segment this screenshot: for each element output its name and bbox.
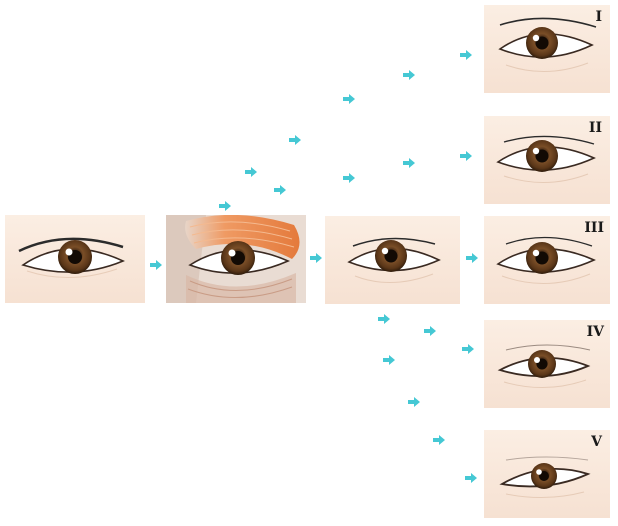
eye-type-5-panel: V bbox=[484, 430, 610, 518]
type-label: IV bbox=[586, 324, 604, 340]
type-label: III bbox=[584, 220, 604, 236]
intermediate-eye-panel bbox=[325, 216, 460, 304]
cyan-chevron-arrow-icon bbox=[289, 135, 301, 145]
cyan-chevron-arrow-icon bbox=[310, 253, 322, 263]
cyan-chevron-arrow-icon bbox=[462, 344, 474, 354]
orbicularis-muscle-eye-panel bbox=[166, 215, 306, 303]
cyan-chevron-arrow-icon bbox=[343, 173, 355, 183]
cyan-chevron-arrow-icon bbox=[150, 260, 162, 270]
cyan-chevron-arrow-icon bbox=[433, 435, 445, 445]
cyan-chevron-arrow-icon bbox=[424, 326, 436, 336]
eye-type-3-panel: III bbox=[484, 216, 610, 304]
cyan-chevron-arrow-icon bbox=[343, 94, 355, 104]
cyan-chevron-arrow-icon bbox=[378, 314, 390, 324]
cyan-chevron-arrow-icon bbox=[219, 201, 231, 211]
cyan-chevron-arrow-icon bbox=[245, 167, 257, 177]
cyan-chevron-arrow-icon bbox=[466, 253, 478, 263]
eye-type-2-panel: II bbox=[484, 116, 610, 204]
cyan-chevron-arrow-icon bbox=[465, 473, 477, 483]
cyan-chevron-arrow-icon bbox=[403, 70, 415, 80]
type-label: II bbox=[588, 120, 602, 136]
cyan-chevron-arrow-icon bbox=[274, 185, 286, 195]
type-label: I bbox=[595, 9, 602, 25]
eye-type-4-panel: IV bbox=[484, 320, 610, 408]
cyan-chevron-arrow-icon bbox=[403, 158, 415, 168]
base-eye-panel bbox=[5, 215, 145, 303]
cyan-chevron-arrow-icon bbox=[460, 50, 472, 60]
type-label: V bbox=[591, 434, 602, 450]
cyan-chevron-arrow-icon bbox=[460, 151, 472, 161]
cyan-chevron-arrow-icon bbox=[383, 355, 395, 365]
cyan-chevron-arrow-icon bbox=[408, 397, 420, 407]
eye-type-1-panel: I bbox=[484, 5, 610, 93]
